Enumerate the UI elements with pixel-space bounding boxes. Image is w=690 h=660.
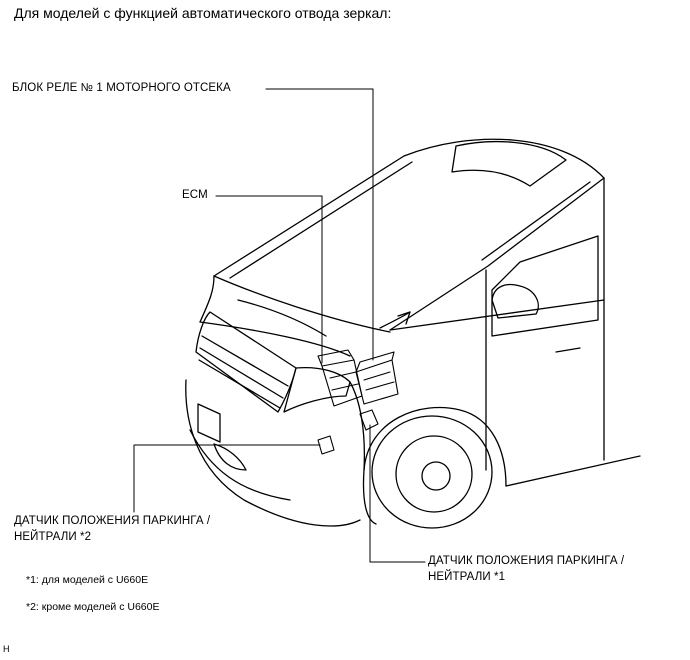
windshield-side [389,177,605,331]
windshield-top [213,155,405,277]
sensor1-leader [369,424,426,563]
ecm-detail-1 [329,371,357,379]
vehicle-outline [185,138,641,529]
windshield-side-inner [481,181,591,261]
sensor2 [317,435,335,455]
ecm-label: ECM [182,189,208,201]
license-plate [197,403,221,443]
hood-edge [199,321,351,357]
side-mirror [491,283,539,319]
bumper-lower [189,429,291,501]
corner-mark: H [3,644,10,654]
leader-lines [133,88,426,563]
relay-block-label: БЛОК РЕЛЕ № 1 МОТОРНОГО ОТСЕКА [12,82,231,94]
front-bumper [185,379,361,527]
engine-components [317,349,399,455]
front-fender [349,381,377,525]
windshield-top-inner [229,161,413,279]
ecm-detail-2 [331,383,359,391]
grille-bar-1 [201,335,289,387]
ecm-box [321,359,363,407]
relay-detail-2 [365,381,395,391]
fog-light [213,443,247,471]
relay-block-top [355,351,395,373]
cowl-line [213,275,391,333]
wiper-2 [397,311,411,325]
sensor1 [359,409,379,431]
relay-block-leader [265,88,374,361]
ecm-leader [215,195,323,364]
roof-edge [403,138,605,179]
hood-front [199,275,215,323]
footnote-2: *2: кроме моделей с U660E [26,601,160,613]
door-handle [555,347,581,353]
front-tire [371,415,493,529]
side-sill [505,455,641,487]
grille-bar-3 [198,359,281,409]
relay-detail-1 [363,371,391,381]
door-window [491,235,599,337]
sunroof [451,140,567,187]
grille-bar-2 [199,347,284,399]
headlight [283,366,351,413]
front-wheel-arch [363,406,507,487]
front-hub [421,461,451,491]
ecm-box-top [317,349,355,367]
footnote-1: *1: для моделей с U660E [26,574,149,586]
sensor1-label-line1: ДАТЧИК ПОЛОЖЕНИЯ ПАРКИНГА / [428,555,625,567]
sensor2-label-line2: НЕЙТРАЛИ *2 [14,531,92,543]
sensor1-label-line2: НЕЙТРАЛИ *1 [428,571,506,583]
relay-block [355,359,399,405]
hood-crease [237,299,327,337]
page-heading: Для моделей с функцией автоматического о… [14,5,392,21]
front-rim [395,435,473,513]
sensor2-leader [133,444,321,513]
sensor2-label-line1: ДАТЧИК ПОЛОЖЕНИЯ ПАРКИНГА / [14,515,211,527]
